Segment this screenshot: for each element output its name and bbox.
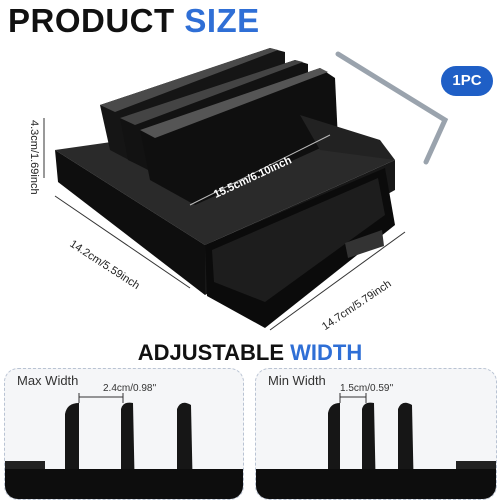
subtitle-main: ADJUSTABLE: [137, 340, 285, 365]
section-subtitle: ADJUSTABLE WIDTH: [0, 340, 500, 366]
subtitle-accent: WIDTH: [290, 340, 363, 365]
min-width-label: Min Width: [268, 373, 326, 388]
max-width-panel: Max Width 2.4cm/0.98'': [4, 368, 244, 500]
quantity-badge: 1PC: [441, 66, 493, 96]
allen-key-icon: [335, 51, 449, 165]
max-width-gap: 2.4cm/0.98'': [103, 383, 157, 394]
min-width-dividers: [256, 393, 496, 499]
product-illustration: [43, 48, 449, 331]
page-title: PRODUCT SIZE: [8, 2, 260, 40]
divider-3: [140, 68, 338, 205]
min-width-gap: 1.5cm/0.59'': [340, 383, 394, 394]
max-width-dividers: [5, 393, 243, 499]
title-accent: SIZE: [184, 2, 260, 39]
tray-left-side: [55, 150, 205, 295]
title-main: PRODUCT: [8, 2, 175, 39]
height-dimension: 4.3cm/1.69inch: [28, 120, 40, 195]
max-width-label: Max Width: [17, 373, 79, 388]
min-width-panel: Min Width 1.5cm/0.59'': [255, 368, 497, 500]
drawer-handle: [345, 230, 384, 258]
drawer-face: [212, 178, 385, 302]
